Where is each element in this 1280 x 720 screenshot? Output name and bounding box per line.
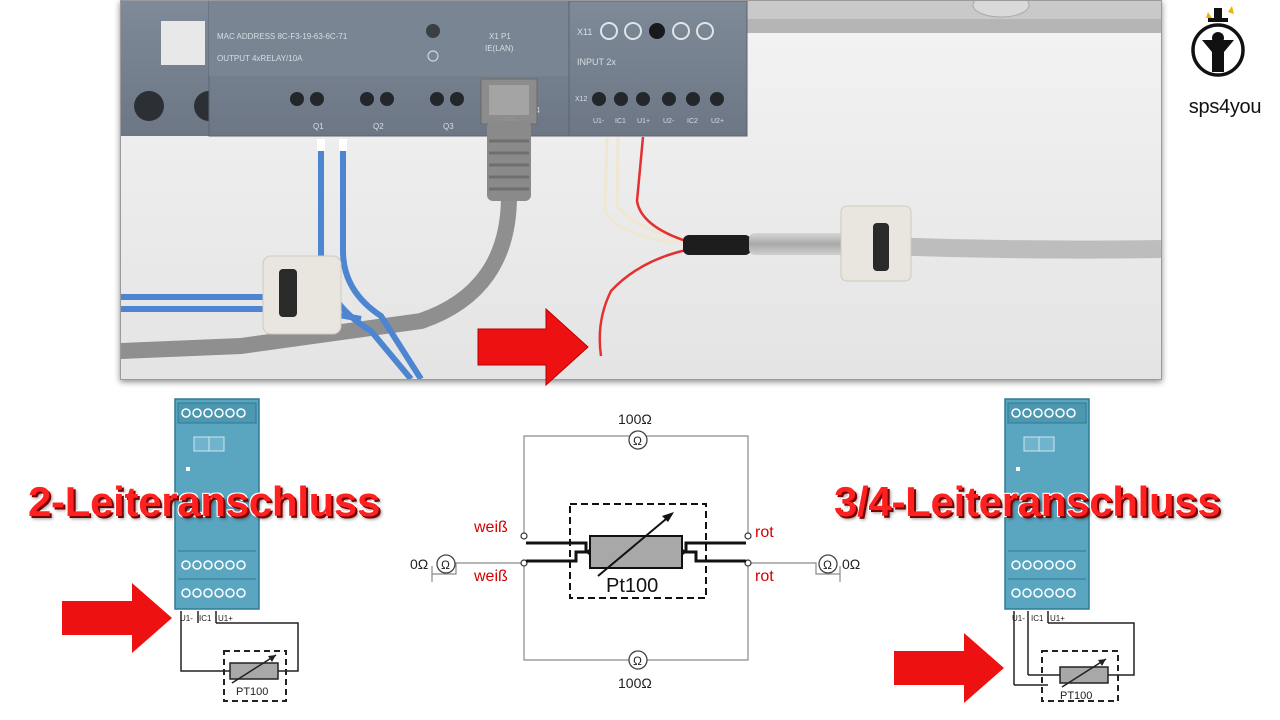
x12-label: X12 <box>575 96 588 103</box>
terminal-label-ic2: IC2 <box>687 118 698 125</box>
pt100-resistor-symbol <box>589 535 683 569</box>
mac-address-label: MAC ADDRESS 8C-F3-19-63-6C-71 <box>217 32 348 41</box>
right-pt100-element <box>1059 666 1109 684</box>
sensor-housing-outline <box>569 503 707 599</box>
ohmmeter-top-icon <box>628 430 648 450</box>
terminal-label-u1plus: U1+ <box>637 118 650 125</box>
left-sensor-label: PT100 <box>236 686 268 698</box>
relay-label-q1: Q1 <box>313 122 324 131</box>
sensor-label: Pt100 <box>606 575 658 597</box>
wire-label-white-bottom: weiß <box>473 568 508 585</box>
left-module-housing <box>174 398 260 610</box>
wire-label-white-top: weiß <box>473 519 508 536</box>
right-module-housing <box>1004 398 1090 610</box>
output-label: OUTPUT 4xRELAY/10A <box>217 54 303 63</box>
x11-label: X11 <box>577 27 592 37</box>
ohmmeter-right-icon <box>818 554 838 574</box>
logo-mark-icon <box>1191 6 1245 77</box>
left-resistance-label: 0Ω <box>410 556 428 572</box>
relay-label-q2: Q2 <box>373 122 384 131</box>
left-pointer-arrow-icon <box>62 583 172 653</box>
port-label: X1 P1 <box>489 32 511 41</box>
two-wire-title: 2-Leiteranschluss <box>28 478 381 525</box>
photo-pointer-arrow-icon <box>477 307 589 387</box>
bottom-resistance-label: 100Ω <box>618 675 652 691</box>
terminal-label-ic1: IC1 <box>615 118 626 125</box>
port-sub-label: IE(LAN) <box>485 44 514 53</box>
left-terminal-ic1: IC1 <box>199 614 212 623</box>
wire-label-red-bottom: rot <box>755 568 774 585</box>
terminal-label-u1minus: U1- <box>593 118 605 125</box>
left-wiring-diagram: U1- IC1 U1+ PT100 <box>62 398 299 702</box>
input-label: INPUT 2x <box>577 57 616 67</box>
svg-text:Ω: Ω <box>441 558 450 572</box>
right-wiring-diagram: U1- IC1 U1+ PT100 <box>894 398 1135 703</box>
right-terminal-u1minus: U1- <box>1012 614 1025 623</box>
svg-text:Ω: Ω <box>823 558 832 572</box>
terminal-label-u2plus: U2+ <box>711 118 724 125</box>
brand-name: sps4you <box>1188 96 1262 118</box>
relay-label-q3: Q3 <box>443 122 454 131</box>
wire-label-red-top: rot <box>755 524 774 541</box>
right-sensor-label: PT100 <box>1060 690 1092 702</box>
pt100-center-diagram: Pt100 Ω 100Ω Ω 100Ω Ω 0Ω Ω 0Ω weiß weiß … <box>410 411 860 691</box>
ohmmeter-left-icon <box>436 554 456 574</box>
three-four-wire-title: 3/4-Leiteranschluss <box>834 478 1221 525</box>
sps4you-logo <box>1178 0 1278 125</box>
right-terminal-ic1: IC1 <box>1031 614 1044 623</box>
right-resistance-label: 0Ω <box>842 556 860 572</box>
left-terminal-u1plus: U1+ <box>218 614 233 623</box>
hardware-photo: MAC ADDRESS 8C-F3-19-63-6C-71 OUTPUT 4xR… <box>120 0 1162 380</box>
svg-text:Ω: Ω <box>633 434 642 448</box>
left-terminal-u1minus: U1- <box>180 614 193 623</box>
terminal-label-u2minus: U2- <box>663 118 675 125</box>
hardware-photo-drawing: MAC ADDRESS 8C-F3-19-63-6C-71 OUTPUT 4xR… <box>121 1 1161 379</box>
right-terminal-u1plus: U1+ <box>1050 614 1065 623</box>
ohmmeter-bottom-icon <box>628 650 648 670</box>
top-resistance-label: 100Ω <box>618 411 652 427</box>
left-pt100-element <box>229 662 279 680</box>
svg-text:Ω: Ω <box>633 654 642 668</box>
right-pointer-arrow-icon <box>894 633 1004 703</box>
